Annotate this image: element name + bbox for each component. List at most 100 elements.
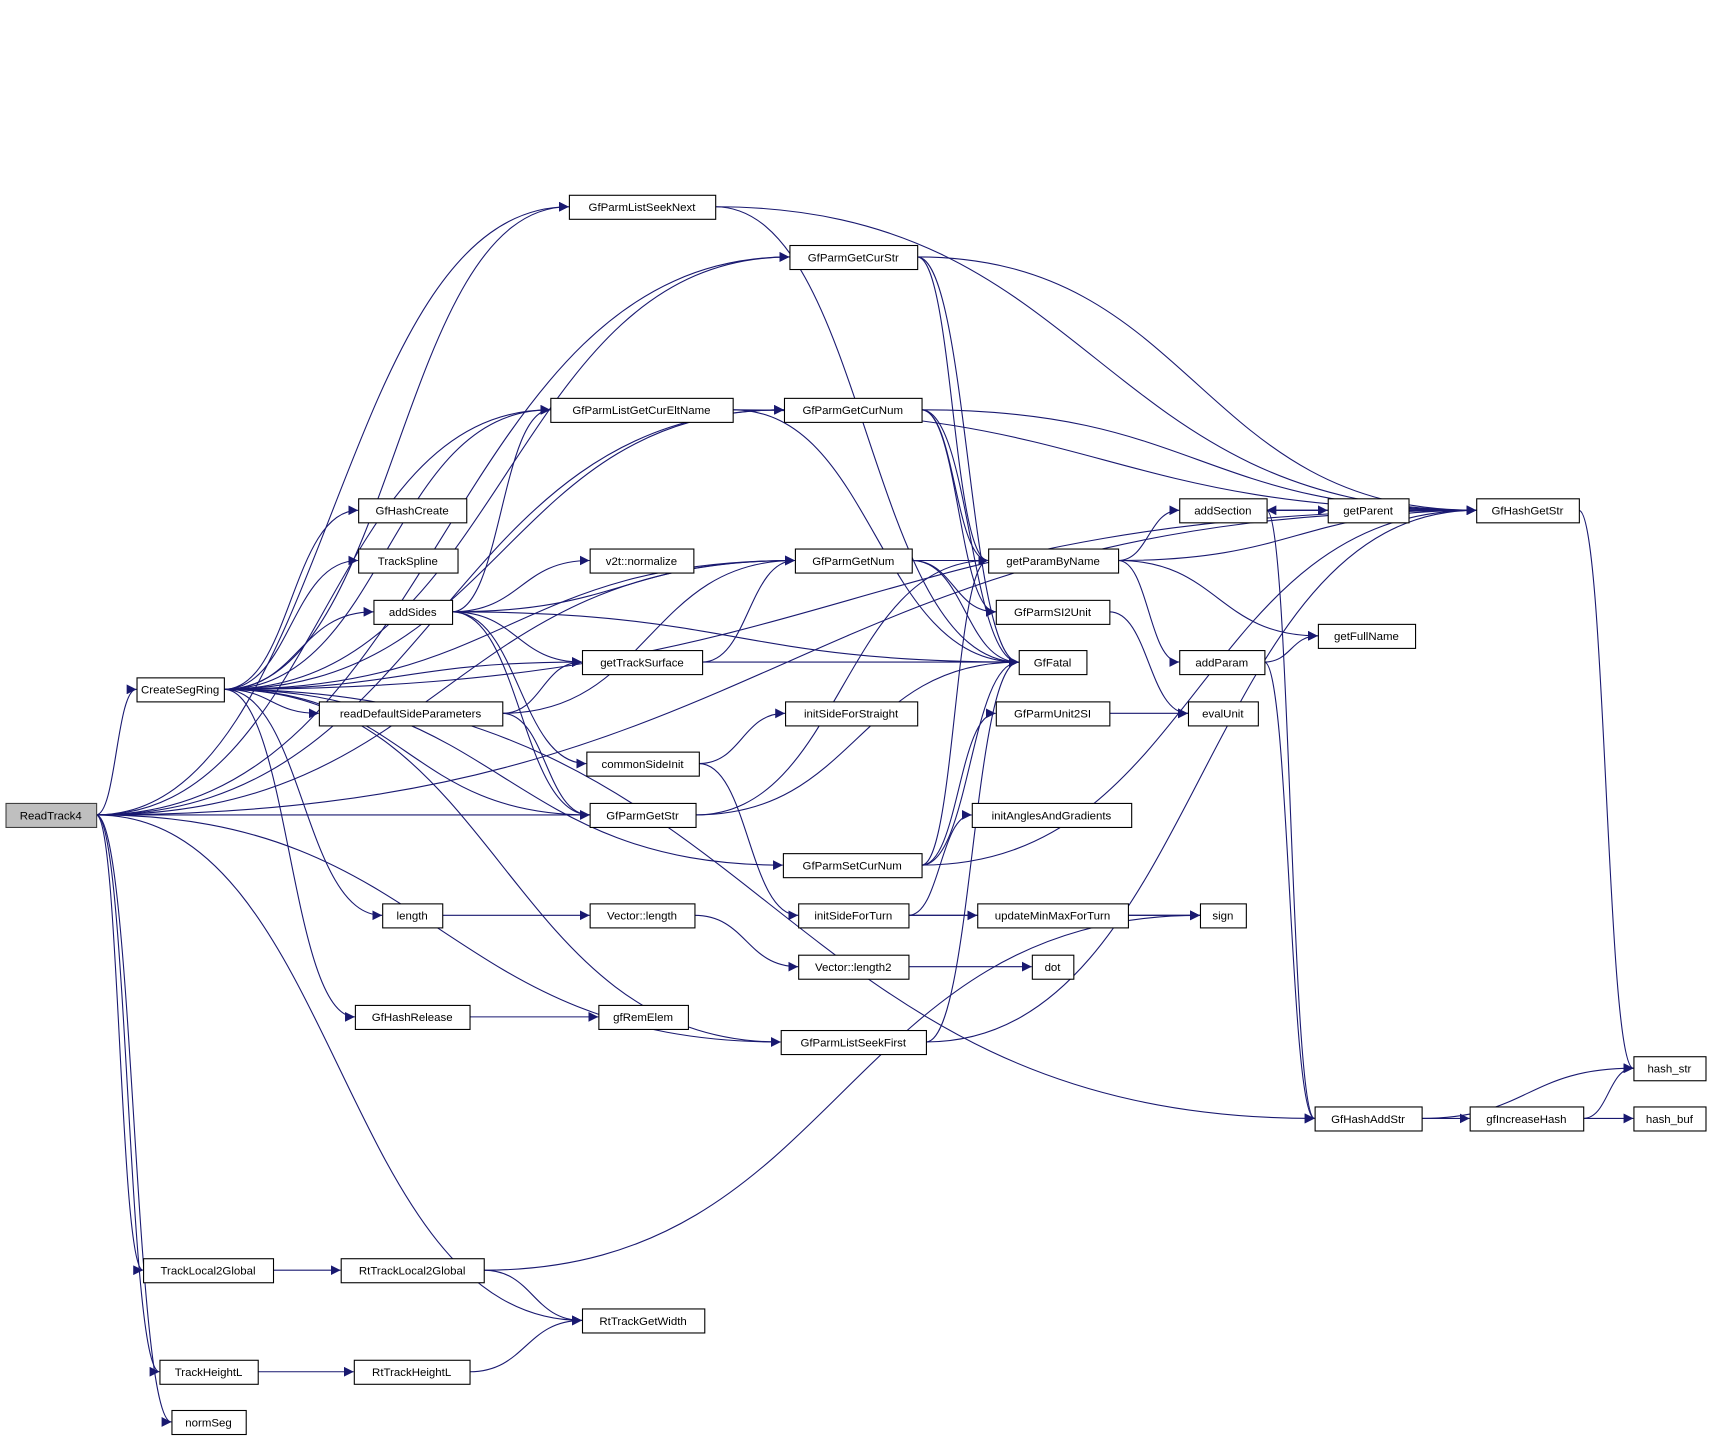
- edge-create-seg-ring-to-gf-parm-get-str: [223, 688, 590, 820]
- edge-gf-parm-set-cur-num-to-get-param-by-name: [921, 555, 989, 866]
- node-length[interactable]: length: [382, 903, 444, 929]
- node-v2t-normalize[interactable]: v2t::normalize: [589, 548, 695, 574]
- node-box: [1031, 954, 1075, 980]
- node-label: GfHashCreate: [376, 506, 449, 518]
- node-gf-rem-elem[interactable]: gfRemElem: [598, 1004, 689, 1030]
- node-box: [995, 701, 1111, 727]
- node-gf-parm-get-cur-num[interactable]: GfParmGetCurNum: [783, 397, 923, 423]
- node-label: Vector::length: [607, 911, 677, 923]
- node-hash-buf[interactable]: hash_buf: [1633, 1106, 1707, 1132]
- node-add-sides[interactable]: addSides: [373, 599, 454, 625]
- node-gf-hash-add-str[interactable]: GfHashAddStr: [1314, 1106, 1423, 1132]
- node-common-side-init[interactable]: commonSideInit: [586, 751, 700, 777]
- node-label: RtTrackGetWidth: [599, 1316, 686, 1328]
- node-label: commonSideInit: [601, 759, 684, 771]
- edge-gf-parm-si2-unit-to-eval-unit: [1109, 611, 1188, 719]
- node-box: [798, 903, 910, 929]
- node-rt-track-local2-global[interactable]: RtTrackLocal2Global: [340, 1258, 485, 1284]
- node-box: [586, 751, 700, 777]
- node-track-spline[interactable]: TrackSpline: [358, 548, 459, 574]
- node-create-seg-ring[interactable]: CreateSegRing: [136, 677, 225, 703]
- node-gf-parm-list-seek-next[interactable]: GfParmListSeekNext: [568, 194, 717, 220]
- node-box: [354, 1004, 471, 1030]
- node-gf-hash-create[interactable]: GfHashCreate: [358, 498, 468, 524]
- node-box: [780, 1029, 927, 1056]
- node-read-track4[interactable]: ReadTrack4: [5, 802, 98, 828]
- node-init-side-for-turn[interactable]: initSideForTurn: [798, 903, 910, 929]
- node-init-side-for-straight[interactable]: initSideForStraight: [785, 701, 919, 727]
- node-vector-length2[interactable]: Vector::length2: [798, 954, 910, 980]
- node-eval-unit[interactable]: evalUnit: [1187, 701, 1259, 727]
- node-label: initSideForStraight: [804, 709, 899, 721]
- node-init-angles-and-gradients[interactable]: initAnglesAndGradients: [971, 802, 1133, 828]
- node-add-param[interactable]: addParam: [1179, 650, 1266, 676]
- node-vector-length[interactable]: Vector::length: [589, 903, 696, 929]
- node-get-full-name[interactable]: getFullName: [1317, 623, 1417, 649]
- node-dot[interactable]: dot: [1031, 954, 1075, 980]
- node-track-height-l[interactable]: TrackHeightL: [159, 1359, 259, 1385]
- node-rt-track-height-l[interactable]: RtTrackHeightL: [353, 1359, 471, 1385]
- edge-read-track4-to-norm-seg: [95, 814, 172, 1427]
- node-get-param-by-name[interactable]: getParamByName: [988, 548, 1120, 574]
- node-box: [589, 802, 697, 828]
- node-gf-parm-get-str[interactable]: GfParmGetStr: [589, 802, 697, 828]
- node-get-parent[interactable]: getParent: [1327, 498, 1410, 524]
- edge-gf-parm-get-str-to-gf-fatal: [695, 657, 1019, 816]
- node-gf-parm-si2-unit[interactable]: GfParmSI2Unit: [995, 599, 1111, 625]
- node-box: [1633, 1106, 1707, 1132]
- node-label: addSection: [1194, 506, 1251, 518]
- node-box: [1179, 650, 1266, 676]
- node-label: length: [397, 911, 428, 923]
- edge-read-default-side-parameters-to-gf-parm-get-num: [502, 555, 795, 714]
- node-box: [977, 903, 1129, 929]
- node-gf-parm-get-num[interactable]: GfParmGetNum: [794, 548, 913, 574]
- node-track-local2-global[interactable]: TrackLocal2Global: [143, 1258, 275, 1284]
- node-rt-track-get-width[interactable]: RtTrackGetWidth: [581, 1308, 706, 1334]
- edge-create-seg-ring-to-get-track-surface: [223, 657, 582, 690]
- edge-gf-parm-list-seek-next-to-gf-fatal: [715, 206, 1019, 667]
- node-add-section[interactable]: addSection: [1179, 498, 1268, 524]
- edge-rt-track-height-l-to-rt-track-get-width: [469, 1315, 582, 1373]
- edge-create-seg-ring-to-gf-hash-release: [223, 688, 355, 1022]
- node-get-track-surface[interactable]: getTrackSurface: [581, 650, 704, 676]
- node-box: [589, 548, 695, 574]
- node-label: GfHashAddStr: [1331, 1114, 1405, 1126]
- node-gf-fatal[interactable]: GfFatal: [1018, 650, 1088, 676]
- node-box: [995, 599, 1111, 625]
- node-gf-hash-get-str[interactable]: GfHashGetStr: [1476, 498, 1580, 524]
- edge-create-seg-ring-to-gf-parm-get-num: [223, 555, 795, 690]
- edge-get-param-by-name-to-gf-hash-get-str: [1118, 505, 1477, 562]
- edge-read-track4-to-gf-parm-list-get-cur-elt-name: [96, 404, 551, 816]
- edge-get-param-by-name-to-add-section: [1118, 505, 1180, 562]
- edge-common-side-init-to-init-side-for-turn: [698, 763, 799, 921]
- node-update-min-max-for-turn[interactable]: updateMinMaxForTurn: [977, 903, 1129, 929]
- edge-get-track-surface-to-gf-parm-get-num: [702, 555, 795, 663]
- node-gf-parm-list-seek-first[interactable]: GfParmListSeekFirst: [780, 1029, 927, 1056]
- node-box: [1476, 498, 1580, 524]
- node-box: [1327, 498, 1410, 524]
- node-gf-parm-set-cur-num[interactable]: GfParmSetCurNum: [782, 853, 923, 879]
- node-read-default-side-parameters[interactable]: readDefaultSideParameters: [318, 701, 504, 727]
- node-norm-seg[interactable]: normSeg: [171, 1409, 247, 1436]
- node-label: initAnglesAndGradients: [992, 810, 1112, 822]
- node-box: [353, 1359, 471, 1385]
- node-gf-parm-get-cur-str[interactable]: GfParmGetCurStr: [789, 244, 919, 271]
- node-gf-hash-release[interactable]: GfHashRelease: [354, 1004, 471, 1030]
- node-box: [568, 194, 717, 220]
- node-box: [581, 650, 704, 676]
- node-label: GfParmUnit2SI: [1014, 709, 1091, 721]
- node-sign[interactable]: sign: [1199, 903, 1247, 929]
- edge-gf-increase-hash-to-hash-str: [1583, 1063, 1634, 1119]
- node-label: GfParmListSeekFirst: [800, 1037, 906, 1049]
- node-label: GfParmGetCurNum: [802, 405, 903, 417]
- node-box: [794, 548, 913, 574]
- node-hash-str[interactable]: hash_str: [1633, 1056, 1707, 1082]
- edge-add-section-to-gf-hash-add-str: [1266, 509, 1316, 1124]
- node-gf-increase-hash[interactable]: gfIncreaseHash: [1469, 1106, 1585, 1132]
- node-gf-parm-list-get-cur-elt-name[interactable]: GfParmListGetCurEltName: [550, 397, 734, 423]
- node-label: addParam: [1195, 657, 1248, 669]
- edge-create-seg-ring-to-gf-parm-list-seek-next: [223, 201, 569, 690]
- edge-gf-parm-list-seek-next-to-gf-hash-get-str: [715, 206, 1477, 516]
- node-gf-parm-unit2-si[interactable]: GfParmUnit2SI: [995, 701, 1111, 727]
